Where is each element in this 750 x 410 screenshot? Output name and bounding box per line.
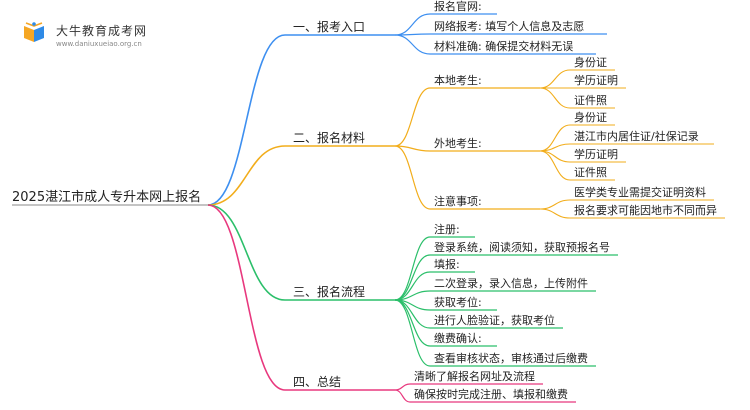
child-label: 学历证明	[574, 73, 618, 87]
item-connector	[394, 383, 411, 391]
item-connector	[394, 254, 431, 301]
child-label: 身份证	[574, 55, 607, 69]
child-label: 报名要求可能因地市不同而异	[574, 203, 717, 217]
item-label: 二次登录，录入信息，上传附件	[434, 276, 588, 290]
logo-url: www.daniuxueiao.org.cn	[56, 40, 142, 48]
item-connector	[394, 34, 431, 55]
branch-label: 一、报考入口	[293, 19, 365, 34]
child-connector	[539, 69, 571, 89]
item-label: 填报:	[434, 257, 460, 271]
item-label: 外地考生:	[434, 136, 482, 150]
child-connector	[539, 150, 571, 181]
item-label: 报名官网:	[434, 0, 482, 13]
item-connector	[394, 145, 431, 210]
item-connector	[394, 87, 431, 147]
item-connector	[394, 299, 431, 367]
item-label: 材料准确: 确保提交材料无误	[434, 39, 573, 53]
item-label: 登录系统，阅读须知，获取预报名号	[434, 240, 610, 254]
child-label: 湛江市内居住证/社保记录	[574, 129, 699, 143]
item-connector	[394, 236, 431, 301]
root-topic: 2025湛江市成人专升本网上报名	[12, 189, 201, 205]
branch-label: 二、报名材料	[293, 130, 365, 145]
item-label: 查看审核状态，审核通过后缴费	[434, 351, 588, 365]
item-connector	[394, 145, 431, 152]
item-connector	[394, 13, 431, 36]
site-logo: 大牛教育成考网 www.daniuxueiao.org.cn	[12, 8, 172, 48]
branch-connector	[207, 204, 286, 391]
item-label: 缴费确认:	[434, 331, 482, 345]
child-connector	[539, 208, 571, 219]
child-label: 身份证	[574, 110, 607, 124]
item-label: 进行人脸验证，获取考位	[434, 313, 555, 327]
item-label: 注册:	[434, 222, 460, 236]
child-connector	[539, 199, 571, 210]
logo-title: 大牛教育成考网	[56, 24, 148, 38]
child-label: 证件照	[574, 166, 607, 179]
branch-connector	[207, 34, 286, 206]
item-label: 本地考生:	[434, 73, 482, 87]
item-label: 网络报考: 填写个人信息及志愿	[434, 19, 584, 33]
branch-label: 四、总结	[293, 375, 341, 389]
branch-label: 三、报名流程	[293, 284, 365, 299]
branch-connector	[207, 204, 286, 301]
item-label: 确保按时完成注册、填报和缴费	[414, 387, 568, 401]
child-connector	[539, 87, 571, 109]
branch-connector	[207, 145, 286, 206]
item-connector	[394, 389, 411, 403]
child-connector	[539, 150, 571, 163]
child-label: 学历证明	[574, 147, 618, 161]
item-connector	[394, 299, 431, 347]
child-connector	[539, 124, 571, 152]
child-label: 证件照	[574, 94, 607, 107]
item-label: 获取考位:	[434, 295, 482, 309]
book-logo-icon	[24, 22, 44, 42]
item-label: 注意事项:	[434, 194, 482, 208]
child-label: 医学类专业需提交证明资料	[574, 185, 706, 199]
item-label: 清晰了解报名网址及流程	[414, 369, 535, 383]
